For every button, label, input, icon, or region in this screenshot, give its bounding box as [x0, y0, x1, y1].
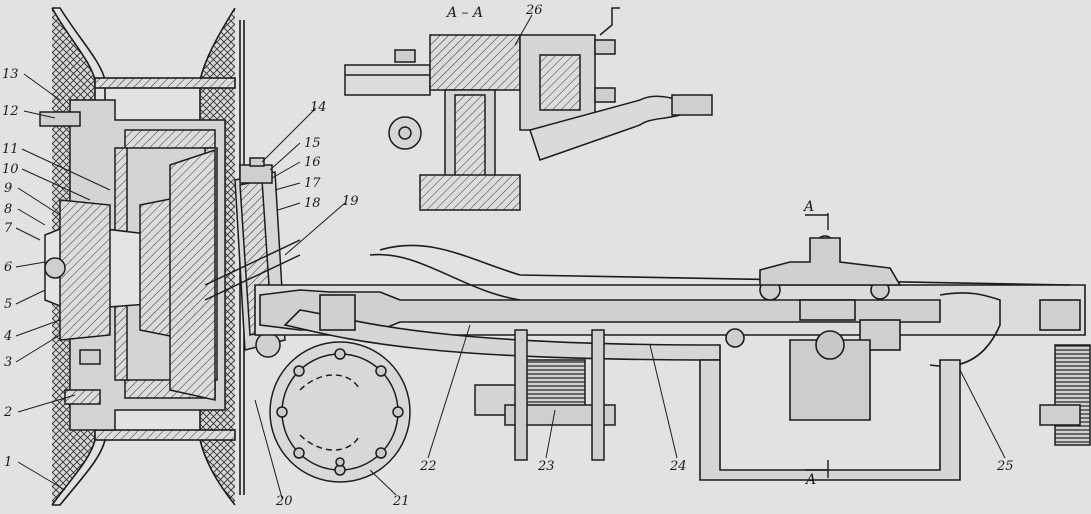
callout-24: 24	[669, 459, 687, 474]
callout-25: 25	[996, 459, 1014, 474]
callout-22: 22	[419, 459, 437, 474]
callout-26: 26	[525, 3, 543, 18]
callout-23: 23	[537, 459, 555, 474]
callout-9: 9	[4, 181, 12, 196]
section-view-title: A – A	[445, 5, 483, 21]
callout-3: 3	[4, 355, 12, 370]
callout-2: 2	[3, 405, 12, 420]
section-view-a-a	[344, 7, 713, 211]
callout-6: 6	[4, 260, 12, 275]
callout-15: 15	[304, 136, 321, 151]
callout-4: 4	[3, 329, 12, 344]
section-mark-top: A	[802, 199, 814, 215]
callouts: 1 2 3 4 5 6 7 8 9 10 11 12 13 14 15 16 1…	[2, 3, 1014, 509]
callout-5: 5	[4, 297, 12, 312]
callout-14: 14	[310, 100, 327, 115]
callout-10: 10	[2, 162, 19, 177]
brake-backing-plate	[269, 341, 411, 483]
section-cut-line	[805, 213, 829, 478]
tie-rod-and-arms	[254, 235, 1086, 481]
callout-8: 8	[4, 202, 12, 217]
callout-20: 20	[275, 494, 293, 509]
section-mark-bottom: A	[804, 472, 816, 488]
callout-7: 7	[4, 221, 13, 236]
leaf-spring-pad	[474, 329, 1091, 461]
callout-17: 17	[304, 176, 321, 191]
callout-18: 18	[304, 196, 321, 211]
callout-16: 16	[304, 155, 321, 170]
callout-19: 19	[342, 194, 359, 209]
leader-lines	[15, 14, 1006, 499]
callout-11: 11	[2, 142, 19, 157]
callout-21: 21	[392, 494, 410, 509]
callout-13: 13	[2, 67, 19, 82]
callout-12: 12	[2, 104, 19, 119]
callout-1: 1	[4, 455, 12, 470]
